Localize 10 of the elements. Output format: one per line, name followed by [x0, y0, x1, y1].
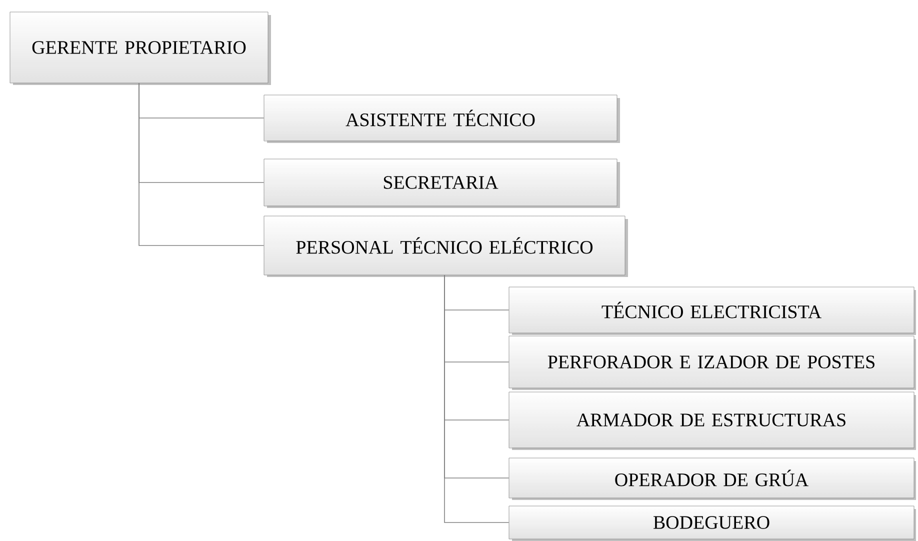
org-box: BODEGUERO: [508, 506, 916, 541]
org-box: PERSONAL TÉCNICO ELÉCTRICO: [264, 216, 628, 277]
org-box: GERENTE PROPIETARIO: [10, 12, 271, 85]
org-box: SECRETARIA: [264, 158, 620, 208]
org-box: ARMADOR DE ESTRUCTURAS: [508, 392, 916, 450]
connector-line: [138, 82, 264, 246]
org-box: TÉCNICO ELECTRICISTA: [508, 286, 916, 335]
org-box: PERFORADOR E IZADOR DE POSTES: [508, 336, 916, 390]
org-box: OPERADOR DE GRÚA: [508, 458, 916, 500]
org-box: ASISTENTE TÉCNICO: [264, 94, 620, 143]
